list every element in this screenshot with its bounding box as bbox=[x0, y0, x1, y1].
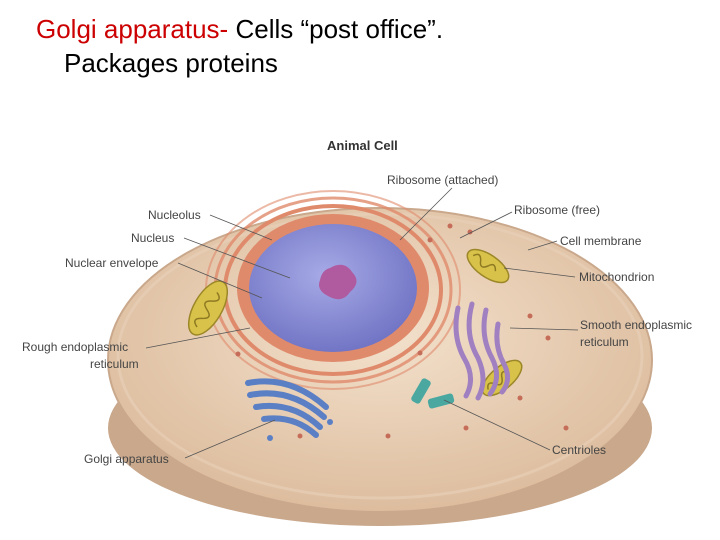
leader-lines bbox=[145, 187, 579, 459]
label-rough-er-line2: reticulum bbox=[90, 357, 139, 371]
label-smooth-er-line2: reticulum bbox=[580, 335, 629, 349]
label-centrioles: Centrioles bbox=[552, 443, 606, 457]
label-cell-membrane: Cell membrane bbox=[560, 234, 642, 248]
diagram-title: Animal Cell bbox=[327, 138, 398, 153]
label-nucleolus: Nucleolus bbox=[148, 208, 201, 222]
nucleus bbox=[237, 214, 429, 362]
label-rough-er-line1: Rough endoplasmic bbox=[22, 340, 128, 354]
label-smooth-er-line1: Smooth endoplasmic bbox=[580, 318, 692, 332]
ribosomes bbox=[235, 223, 569, 439]
label-ribosome-attached: Ribosome (attached) bbox=[387, 173, 498, 187]
golgi-apparatus bbox=[245, 378, 333, 441]
label-golgi-apparatus: Golgi apparatus bbox=[84, 452, 169, 466]
label-nucleus: Nucleus bbox=[131, 231, 174, 245]
label-nuclear-envelope: Nuclear envelope bbox=[65, 256, 159, 270]
label-mitochondrion: Mitochondrion bbox=[579, 270, 654, 284]
label-ribosome-free: Ribosome (free) bbox=[514, 203, 600, 217]
centrioles bbox=[411, 378, 455, 409]
slide-title: Golgi apparatus- Cells “post office”. Pac… bbox=[36, 12, 696, 80]
title-rest: Cells “post office”. bbox=[228, 14, 444, 44]
smooth-er bbox=[453, 301, 510, 401]
title-line-2: Packages proteins bbox=[64, 48, 278, 78]
nucleolus bbox=[319, 264, 357, 300]
title-term: Golgi apparatus- bbox=[36, 14, 229, 44]
animal-cell-diagram: Animal Cell Ribosome (attached) Ribosome… bbox=[22, 138, 692, 526]
